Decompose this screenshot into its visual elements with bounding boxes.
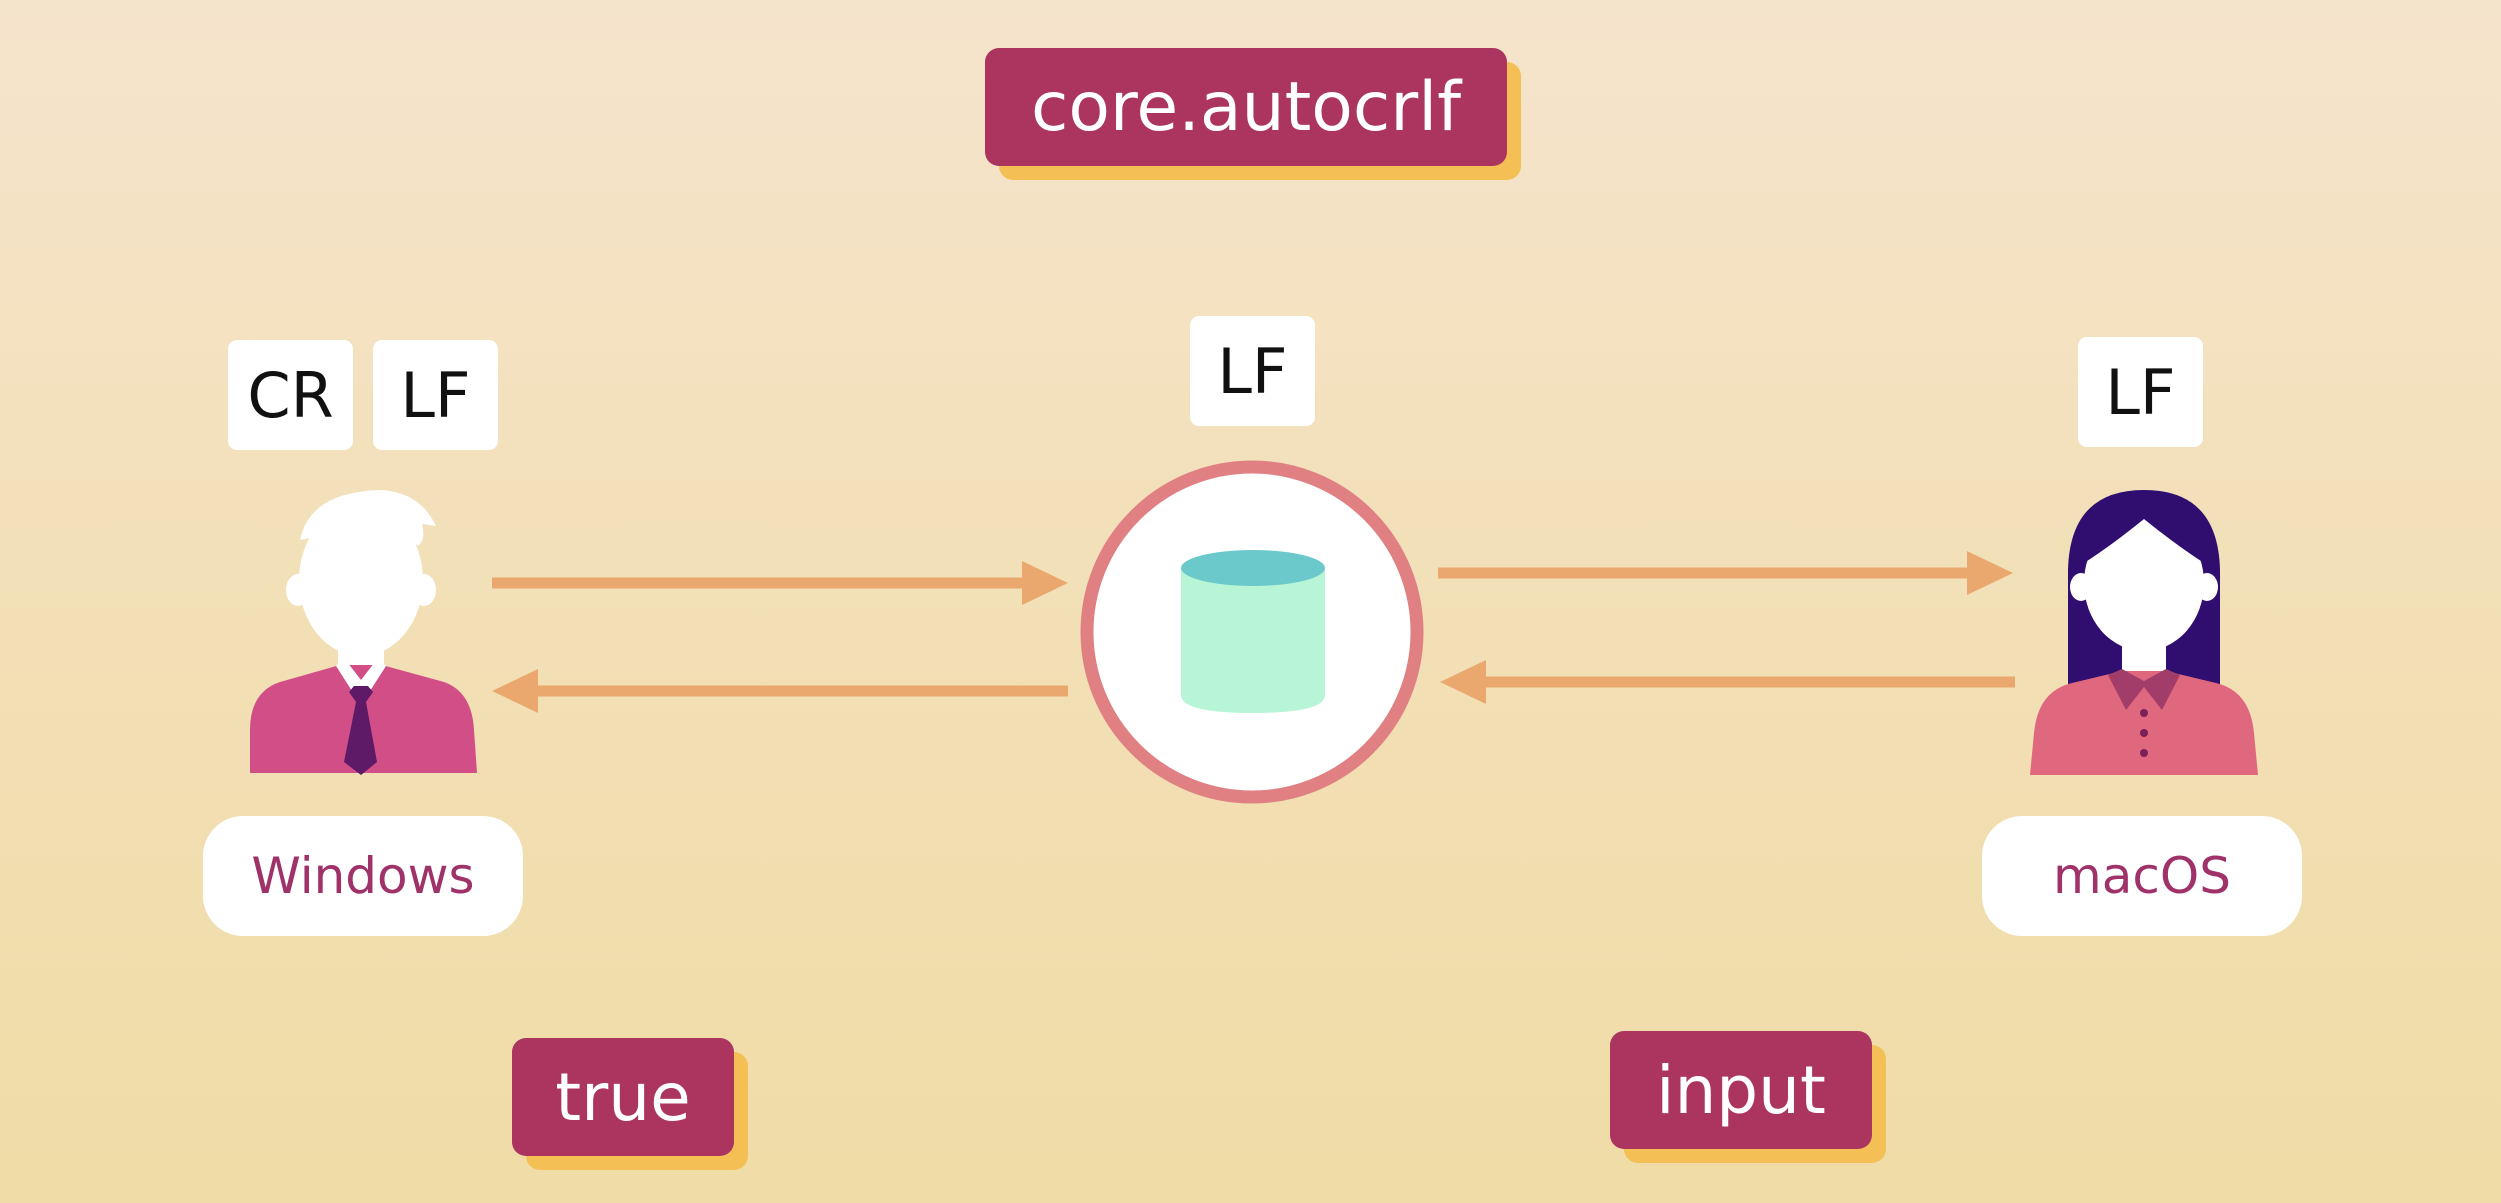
- macos-setting-text: input: [1656, 1051, 1826, 1129]
- windows-cr-label: CR: [247, 358, 334, 432]
- repo-lf-box: LF: [1190, 316, 1315, 426]
- macos-os-label: macOS: [1982, 816, 2302, 936]
- windows-os-label: Windows: [203, 816, 523, 936]
- macos-setting-badge: input: [1610, 1031, 1872, 1149]
- title-badge: core.autocrlf: [985, 48, 1507, 166]
- windows-user-icon: [250, 490, 477, 775]
- windows-cr-box: CR: [228, 340, 353, 450]
- repository-icon: [1080, 460, 1424, 804]
- macos-lf-box: LF: [2078, 337, 2203, 447]
- macos-os-text: macOS: [2053, 847, 2231, 905]
- windows-setting-badge: true: [512, 1038, 734, 1156]
- windows-lf-label: LF: [400, 358, 471, 432]
- macos-lf-label: LF: [2105, 355, 2176, 429]
- windows-lf-box: LF: [373, 340, 498, 450]
- windows-os-text: Windows: [251, 847, 475, 905]
- macos-user-icon: [2030, 490, 2258, 775]
- repo-lf-label: LF: [1217, 334, 1288, 408]
- windows-setting-text: true: [555, 1058, 691, 1136]
- title-text: core.autocrlf: [1030, 67, 1462, 147]
